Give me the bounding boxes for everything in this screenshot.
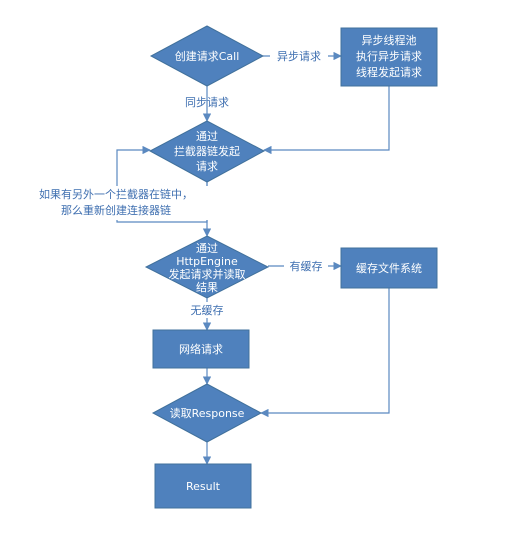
loop-note-line-2: 那么重新创建连接器链	[61, 203, 171, 217]
create-call-diamond	[149, 25, 265, 87]
http-engine-line-4: 结果	[196, 281, 218, 294]
sync-request-label: 同步请求	[185, 96, 229, 109]
shapes	[144, 25, 438, 509]
network-request-label: 网络请求	[179, 342, 223, 356]
async-label-bg	[270, 48, 328, 64]
async-box-line-1: 异步线程池	[362, 33, 417, 47]
interceptor-line-1: 通过	[196, 130, 218, 143]
create-call-label: 创建请求Call	[175, 49, 240, 63]
cache-file-system-box	[340, 247, 438, 289]
interceptor-line-3: 请求	[196, 160, 218, 173]
edge-async-to-interceptor	[263, 86, 390, 155]
loop-note-line-1: 如果有另外一个拦截器在链中，	[39, 187, 193, 201]
async-box-line-2: 执行异步请求	[356, 49, 422, 63]
loop-note-bg	[20, 186, 208, 220]
async-request-label: 异步请求	[277, 50, 321, 63]
http-engine-line-1: 通过	[196, 242, 218, 255]
read-response-label: 读取Response	[170, 406, 245, 420]
interceptor-line-2: 拦截器链发起	[174, 144, 240, 158]
read-response-diamond	[151, 383, 263, 443]
http-engine-line-2: HttpEngine	[176, 255, 238, 268]
edge-labels: 异步请求 同步请求 如果有另外一个拦截器在链中， 那么重新创建连接器链 有缓存 …	[20, 48, 328, 318]
async-thread-box	[340, 27, 438, 87]
http-engine-line-3: 发起请求并读取	[169, 267, 246, 281]
http-engine-diamond	[144, 235, 270, 299]
node-labels: 创建请求Call 异步线程池 执行异步请求 线程发起请求 通过 拦截器链发起 请…	[169, 33, 423, 493]
result-label: Result	[186, 480, 221, 493]
has-cache-label-bg	[284, 258, 328, 274]
interceptor-diamond	[148, 120, 266, 183]
no-cache-label-bg	[182, 302, 232, 318]
network-request-box	[152, 329, 250, 369]
has-cache-label: 有缓存	[290, 259, 323, 273]
async-box-line-3: 线程发起请求	[356, 65, 422, 79]
cache-system-label: 缓存文件系统	[356, 261, 422, 275]
no-cache-label: 无缓存	[191, 303, 224, 317]
edge-cache-to-response	[260, 288, 390, 418]
result-box	[154, 463, 252, 509]
